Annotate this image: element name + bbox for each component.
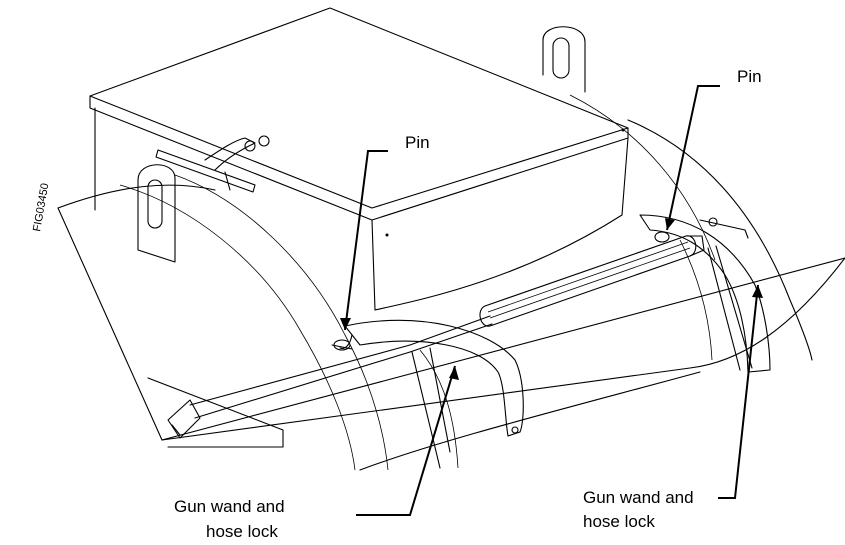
callout-pin-right: Pin (737, 67, 762, 86)
callout-lock-left-line2: hose lock (206, 522, 278, 541)
box-latch (155, 135, 270, 193)
arrowhead-pin-left (340, 318, 351, 330)
leader-lock-right (718, 284, 759, 499)
arrowhead-pin-right (665, 218, 675, 230)
callout-pin-left: Pin (405, 133, 430, 152)
lifting-lug-left (137, 164, 176, 263)
lock-bracket-left (339, 319, 524, 437)
gun-wand (167, 315, 493, 439)
leader-pin-left (344, 150, 388, 331)
hose-grip (479, 235, 705, 327)
leader-lock-left (356, 365, 456, 516)
hopper-outline (57, 184, 845, 471)
lifting-lug-right (542, 26, 586, 93)
arrowhead-lock-left (449, 366, 459, 380)
arrowhead-lock-right (752, 285, 763, 298)
pin-left (331, 339, 353, 351)
callout-lock-right-line1: Gun wand and (583, 488, 694, 507)
control-box (89, 7, 629, 311)
drum-bands (119, 94, 813, 471)
pin-right (654, 231, 670, 243)
callout-lock-left-line1: Gun wand and (174, 497, 285, 516)
leaders (344, 85, 759, 516)
figure-id: FIG03450 (31, 182, 51, 232)
callout-lock-right-line2: hose lock (583, 512, 655, 531)
leader-pin-right (666, 85, 720, 231)
inner-plate (147, 347, 451, 469)
lock-bracket-right (639, 214, 771, 373)
arrowheads (340, 218, 763, 380)
